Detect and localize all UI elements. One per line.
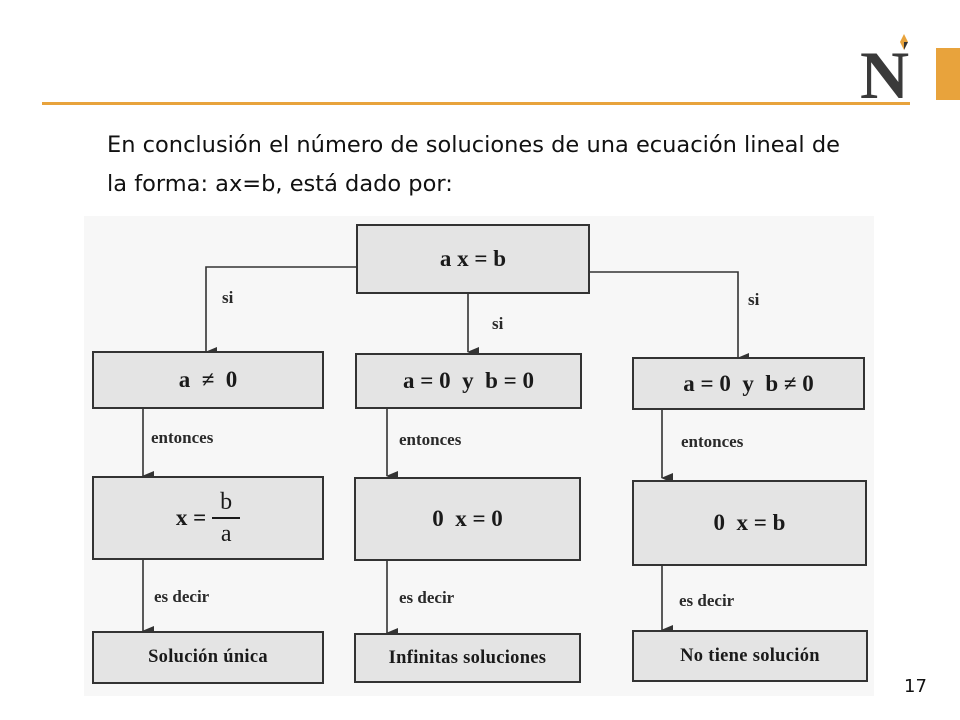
result-2: Infinitas soluciones [388, 647, 547, 668]
intro-paragraph: En conclusión el número de soluciones de… [107, 132, 840, 197]
root-equation-box: a x = b [356, 224, 590, 294]
label-si-1: si [222, 288, 234, 307]
condition-box-2: a = 0 y b = 0 [355, 353, 582, 409]
label-entonces-1: entonces [151, 428, 214, 447]
condition-box-1: a ≠ 0 [92, 351, 324, 409]
condition-box-3: a = 0 y b ≠ 0 [632, 357, 865, 410]
fraction-denominator: a [220, 521, 232, 547]
fraction-numerator: b [220, 489, 233, 515]
equation-box-3: 0 x = b [632, 480, 867, 566]
equation-box-1: x = b a [92, 476, 324, 560]
label-entonces-2: entonces [399, 430, 462, 449]
label-es-decir-3: es decir [679, 591, 735, 610]
university-n-logo-icon: N [860, 34, 909, 104]
condition-1: a ≠ 0 [178, 367, 238, 392]
label-si-3: si [748, 290, 760, 309]
result-1: Solución única [148, 647, 268, 667]
condition-3: a = 0 y b ≠ 0 [683, 370, 814, 396]
accent-block [936, 48, 960, 100]
equation-1-prefix: x = [175, 505, 207, 530]
connector-root-to-condition-1 [205, 266, 358, 357]
connector-root-to-condition-3 [590, 271, 749, 363]
header-rule [42, 102, 910, 105]
equation-3: 0 x = b [713, 510, 786, 535]
label-es-decir-2: es decir [399, 588, 455, 607]
diagram-background [84, 216, 874, 696]
result-box-2: Infinitas soluciones [354, 633, 581, 683]
equation-box-2: 0 x = 0 [354, 477, 581, 561]
result-box-3: No tiene solución [632, 630, 868, 682]
label-entonces-3: entonces [681, 432, 744, 451]
result-3: No tiene solución [680, 645, 820, 666]
result-box-1: Solución única [92, 631, 324, 684]
label-es-decir-1: es decir [154, 587, 210, 606]
label-si-2: si [492, 314, 504, 333]
condition-2: a = 0 y b = 0 [402, 368, 534, 393]
page-number: 17 [904, 676, 927, 697]
root-equation: a x = b [439, 246, 507, 271]
equation-2: 0 x = 0 [432, 506, 503, 531]
svg-text:N: N [860, 37, 909, 104]
fraction-bar [212, 517, 241, 519]
equation-1-fraction: b a [212, 489, 241, 547]
